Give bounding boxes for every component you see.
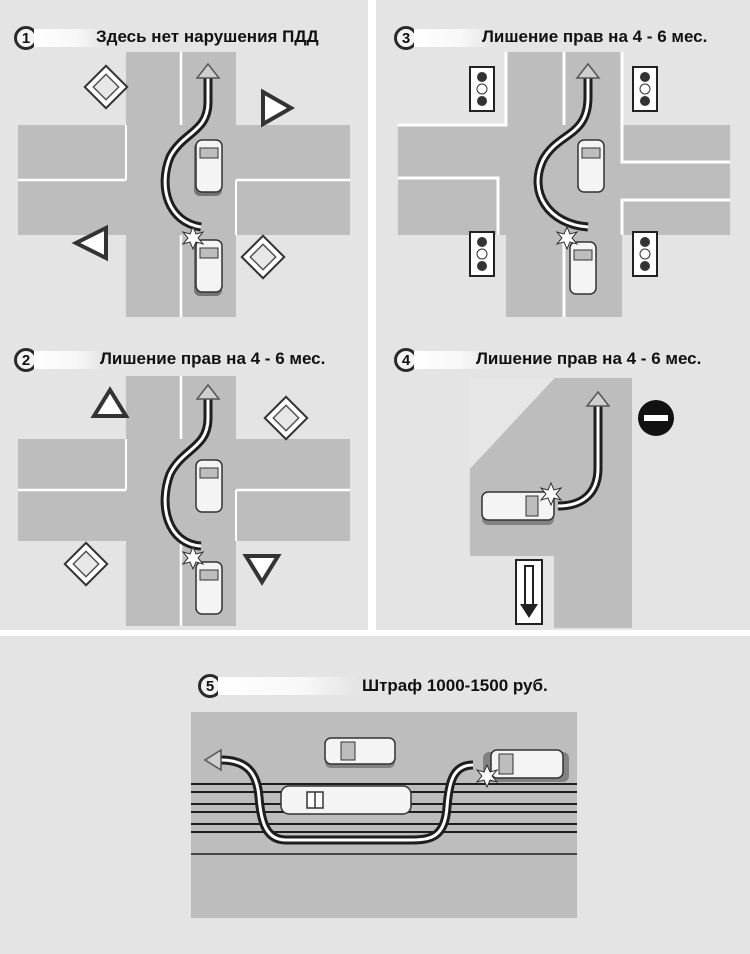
give-way-sign-icon xyxy=(242,554,282,586)
panel-2-diagram xyxy=(18,376,350,626)
give-way-sign-icon xyxy=(90,386,130,418)
direction-arrow-icon xyxy=(585,390,611,407)
traffic-light-icon xyxy=(632,66,658,112)
collision-icon xyxy=(555,225,579,251)
panel-1-badge: 1 xyxy=(14,26,104,50)
vertical-divider xyxy=(368,0,376,630)
direction-arrow-icon xyxy=(203,748,222,772)
traffic-light-icon xyxy=(632,231,658,277)
give-way-sign-icon xyxy=(71,224,108,262)
priority-road-sign-icon xyxy=(263,395,309,441)
traffic-light-icon xyxy=(469,66,495,112)
panel-3-caption: Лишение прав на 4 - 6 мес. xyxy=(482,27,708,46)
panel-5-diagram xyxy=(191,712,577,918)
give-way-sign-icon xyxy=(261,88,296,128)
overtaking-car xyxy=(195,561,223,615)
turning-car xyxy=(481,491,555,525)
traffic-light-icon xyxy=(469,231,495,277)
panel-3-badge: 3 xyxy=(394,26,492,50)
collision-icon xyxy=(539,481,563,507)
panel-5-caption: Штраф 1000-1500 руб. xyxy=(362,676,548,695)
overtaken-car xyxy=(577,139,605,193)
priority-road-sign-icon xyxy=(240,234,286,280)
panel-4-badge: 4 xyxy=(394,348,492,372)
overtaken-car xyxy=(195,459,223,513)
panel-2-badge: 2 xyxy=(14,348,104,372)
one-way-arrow-sign-icon xyxy=(515,559,543,625)
direction-arrow-icon xyxy=(195,62,221,79)
oncoming-car xyxy=(324,737,396,768)
panel-1-diagram xyxy=(18,52,350,317)
tram xyxy=(280,785,412,815)
panel-3-diagram xyxy=(398,52,730,317)
panel-2-caption: Лишение прав на 4 - 6 мес. xyxy=(100,349,326,368)
horizontal-divider xyxy=(0,630,750,636)
overtaking-car xyxy=(569,241,597,295)
collision-icon xyxy=(475,763,499,789)
direction-arrow-icon xyxy=(575,62,601,79)
panel-4-diagram xyxy=(469,378,674,628)
panel-5-badge: 5 xyxy=(198,674,358,698)
overtaking-car xyxy=(194,239,223,296)
collision-icon xyxy=(181,225,205,251)
collision-icon xyxy=(181,545,205,571)
overtaken-car xyxy=(194,139,223,196)
panel-4-caption: Лишение прав на 4 - 6 мес. xyxy=(476,349,702,368)
priority-road-sign-icon xyxy=(83,64,129,110)
direction-arrow-icon xyxy=(195,383,221,400)
priority-road-sign-icon xyxy=(63,541,109,587)
turning-car xyxy=(483,749,569,782)
no-entry-sign-icon xyxy=(638,400,674,436)
panel-1-caption: Здесь нет нарушения ПДД xyxy=(96,27,319,46)
